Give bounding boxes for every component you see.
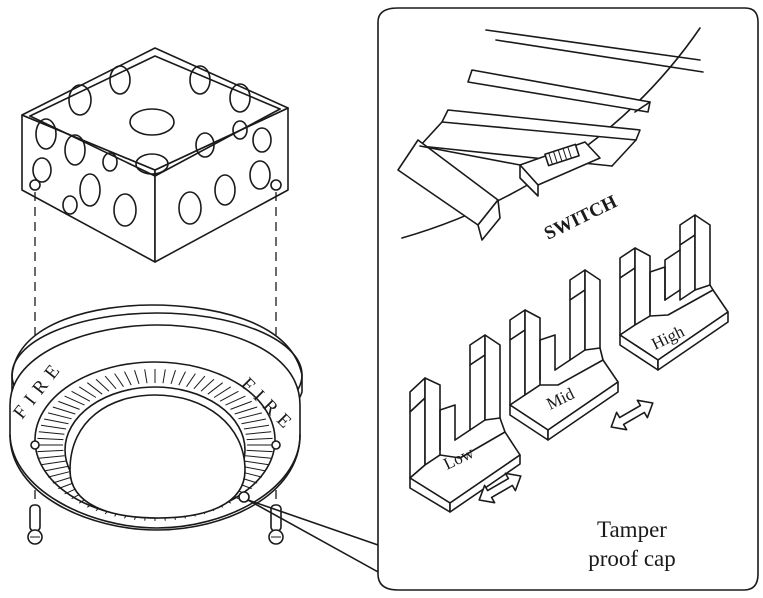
louver-slat [78, 386, 97, 398]
louver-slat [47, 412, 72, 420]
callout-panel [377, 7, 759, 591]
box-screw-hole-left [29, 179, 41, 191]
dip-switch [397, 139, 601, 241]
tamper-cap-low [409, 334, 521, 513]
louver-slat [104, 375, 117, 390]
louver-slat [200, 378, 215, 392]
louver-slat [37, 449, 64, 453]
box-screw-hole-right [270, 179, 282, 191]
tamper-label-line2: proof cap [588, 546, 676, 571]
louver-slat [186, 373, 196, 387]
louver-slat [243, 424, 270, 430]
louver-slat [40, 460, 67, 466]
louver-slat [86, 382, 103, 395]
louver-slat [238, 412, 263, 420]
louver-slat [234, 406, 258, 415]
louver-slat [162, 369, 166, 384]
louver-slat [178, 371, 186, 386]
louver-slat [38, 455, 65, 459]
double-arrow-mid-high [610, 399, 654, 431]
mounting-screw-left [27, 504, 43, 545]
tamper-cap-high [619, 214, 729, 371]
tamper-cap-mid [509, 269, 619, 441]
louver-slat [44, 465, 69, 472]
louver-slat [124, 371, 132, 386]
louver-slat [245, 455, 272, 459]
louver-slat [193, 375, 206, 390]
louver-slat [52, 406, 76, 415]
detector-screw-hole-right [271, 440, 281, 450]
tamper-label-line1: Tamper [597, 517, 667, 542]
louver-slat [246, 449, 273, 453]
louver-slat [213, 386, 232, 398]
louver-slat [170, 370, 176, 385]
louver-slat [243, 460, 270, 466]
louver-slat [95, 378, 110, 392]
louver-slat [40, 424, 67, 430]
louver-slat [114, 373, 124, 387]
callout-leader-bottom [247, 499, 399, 584]
louver-slat [230, 400, 252, 410]
louver-slat [47, 470, 72, 478]
box-knockouts [32, 65, 272, 227]
louver-slat [225, 395, 246, 406]
louver-slat [144, 369, 148, 384]
louver-slat [64, 395, 85, 406]
tamper-cap-location [238, 491, 250, 503]
louver-slat [37, 437, 64, 441]
louver-slat [245, 431, 272, 435]
smoke-detector: FIRE FIRE [9, 304, 303, 531]
louver-slat [38, 431, 65, 435]
louver-slat [71, 390, 91, 402]
mounting-screw-right [268, 504, 284, 545]
louver-slat [58, 400, 80, 410]
detector-screw-hole-left [30, 440, 40, 450]
louver-slat [241, 418, 266, 425]
louver-slat [44, 418, 69, 425]
callout-leader-top [247, 499, 379, 546]
electrical-box [21, 47, 289, 263]
louver-slat [219, 390, 239, 402]
louver-slat [207, 382, 224, 395]
double-arrow-low-mid [478, 472, 522, 504]
louver-slat [246, 437, 273, 441]
louver-slat [134, 370, 140, 385]
